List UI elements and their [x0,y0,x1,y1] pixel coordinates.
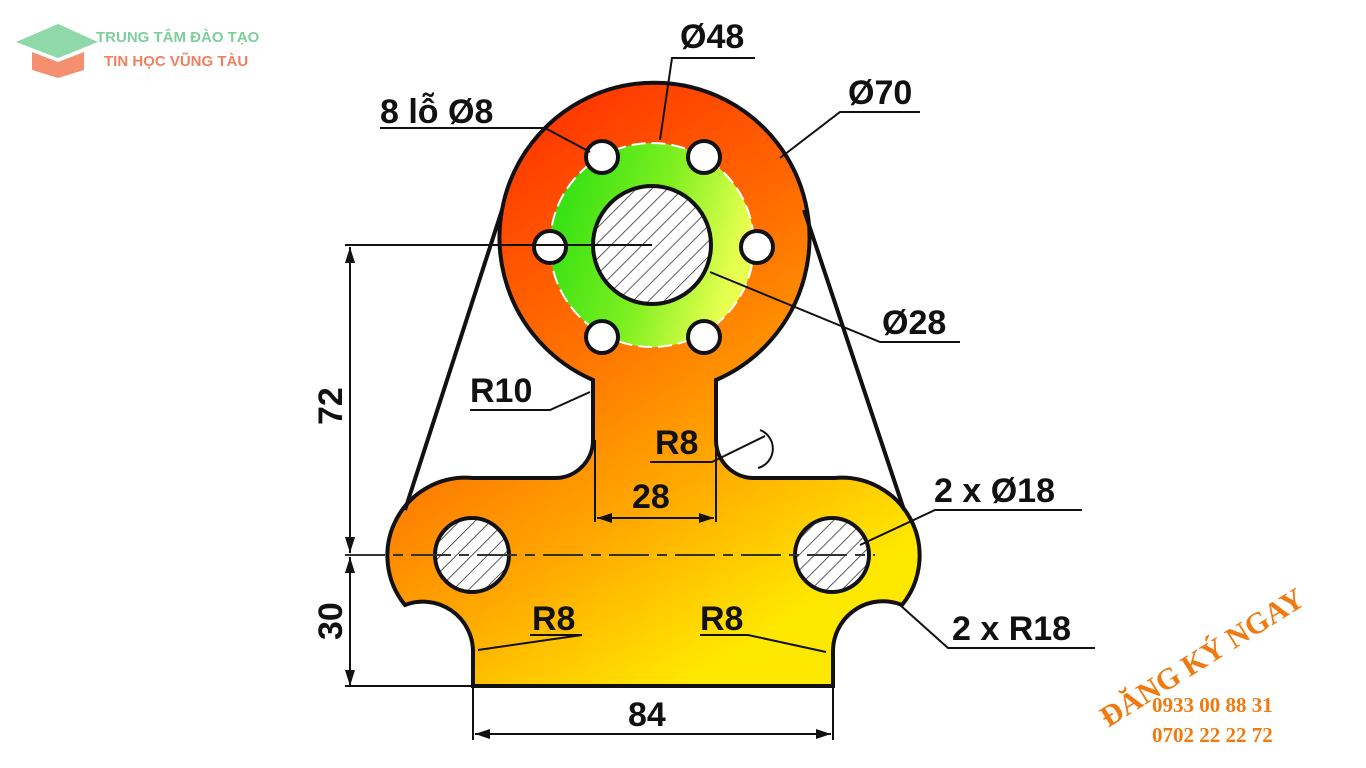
logo-line-2: TIN HỌC VŨNG TÀU [104,52,248,70]
dim-r18: 2 x R18 [952,610,1071,648]
small-hole [584,319,620,355]
dim-d70: Ø70 [848,74,912,112]
dimension-lines [345,57,1095,740]
register-phone-2[interactable]: 0702 22 22 72 [1152,723,1273,747]
register-stamp[interactable]: ĐĂNG KÝ NGAY 0933 00 88 31 0702 22 22 72 [1094,582,1310,747]
dim-r10: R10 [470,372,532,410]
small-hole [532,229,568,265]
graduation-cap-icon [16,24,98,78]
dim-w84: 84 [628,696,666,734]
register-phone-1[interactable]: 0933 00 88 31 [1152,693,1273,717]
dim-d28: Ø28 [882,304,946,342]
part-body [345,80,922,688]
part-outline [385,80,922,688]
tangent-line-right [802,209,906,511]
logo-line-1: TRUNG TÂM ĐÀO TẠO [96,28,260,46]
dim-r8-right: R8 [700,600,743,638]
tangent-line-left [403,209,504,511]
dim-w28: 28 [632,478,670,516]
dim-h72: 72 [312,387,350,425]
dim-r8-left: R8 [532,600,575,638]
dim-d48: Ø48 [680,18,744,56]
small-holes [532,139,775,355]
small-hole [739,229,775,265]
small-hole [686,139,722,175]
small-hole [584,139,620,175]
dim-r8-neck: R8 [655,424,698,462]
dim-d18: 2 x Ø18 [934,472,1055,510]
logo: TRUNG TÂM ĐÀO TẠO TIN HỌC VŨNG TÀU [16,24,260,78]
dim-holes: 8 lỗ Ø8 [380,93,493,131]
small-hole [686,319,722,355]
dim-h30: 30 [312,602,350,640]
